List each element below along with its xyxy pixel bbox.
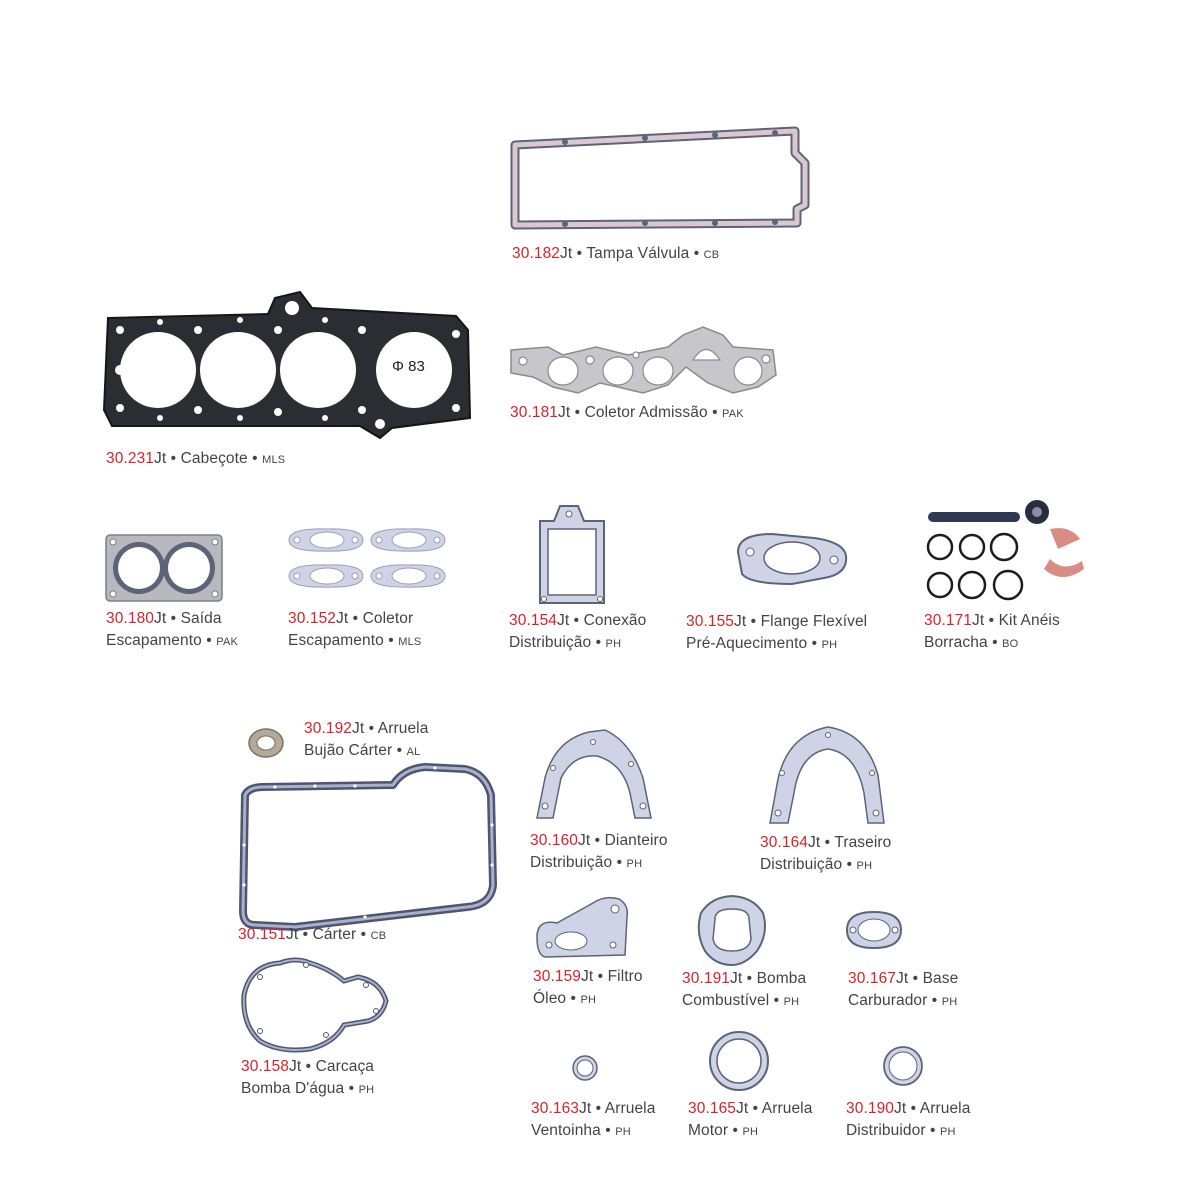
bore-diameter-label: Φ 83 <box>392 358 425 375</box>
caption-timing-connection: 30.154Jt • Conexão Distribuição • PH <box>509 612 647 651</box>
exhaust-manifold-gasket-image <box>285 523 450 593</box>
engine-washer-image <box>707 1029 771 1093</box>
oil-filter-gasket-image <box>533 895 633 965</box>
distributor-washer-image <box>881 1044 925 1088</box>
intake-manifold-gasket-image <box>508 325 783 400</box>
drain-plug-washer-image <box>246 726 286 760</box>
caption-fan-washer: 30.163Jt • Arruela Ventoinha • PH <box>531 1100 656 1139</box>
water-pump-housing-gasket-image <box>240 955 390 1055</box>
caption-carburetor-base: 30.167Jt • Base Carburador • PH <box>848 970 959 1009</box>
fan-washer-image <box>570 1053 600 1083</box>
timing-connection-gasket-image <box>532 503 612 608</box>
caption-valve-cover: 30.182Jt • Tampa Válvula • CB <box>512 245 720 262</box>
caption-exhaust-outlet: 30.180Jt • Saída Escapamento • PAK <box>106 610 239 649</box>
oil-pan-gasket-image <box>235 763 500 931</box>
carburetor-base-gasket-image <box>843 906 905 954</box>
caption-intake-manifold: 30.181Jt • Coletor Admissão • PAK <box>510 404 744 421</box>
caption-distributor-washer: 30.190Jt • Arruela Distribuidor • PH <box>846 1100 971 1139</box>
caption-cylinder-head: 30.231Jt • Cabeçote • MLS <box>106 450 286 467</box>
caption-rubber-ring-kit: 30.171Jt • Kit Anéis Borracha • BO <box>924 612 1060 651</box>
rear-timing-gasket-image <box>768 723 888 828</box>
exhaust-outlet-gasket-image <box>104 533 224 603</box>
caption-rear-timing: 30.164Jt • Traseiro Distribuição • PH <box>760 834 892 873</box>
valve-cover-gasket-image <box>505 125 815 235</box>
caption-exhaust-manifold: 30.152Jt • Coletor Escapamento • MLS <box>288 610 422 649</box>
front-timing-gasket-image <box>533 728 653 823</box>
cylinder-head-gasket-image <box>100 290 475 440</box>
caption-front-timing: 30.160Jt • Dianteiro Distribuição • PH <box>530 832 668 871</box>
caption-engine-washer: 30.165Jt • Arruela Motor • PH <box>688 1100 813 1139</box>
caption-drain-plug-washer: 30.192Jt • Arruela Bujão Cárter • AL <box>304 720 429 759</box>
rubber-ring-kit-image <box>922 497 1092 607</box>
flexible-flange-gasket-image <box>732 528 850 588</box>
caption-oil-filter: 30.159Jt • Filtro Óleo • PH <box>533 968 643 1007</box>
fuel-pump-gasket-image <box>695 893 770 968</box>
caption-fuel-pump: 30.191Jt • Bomba Combustível • PH <box>682 970 807 1009</box>
caption-flexible-flange: 30.155Jt • Flange Flexível Pré-Aquecimen… <box>686 613 868 652</box>
caption-water-pump-housing: 30.158Jt • Carcaça Bomba D'água • PH <box>241 1058 375 1097</box>
caption-oil-pan: 30.151Jt • Cárter • CB <box>238 926 387 943</box>
